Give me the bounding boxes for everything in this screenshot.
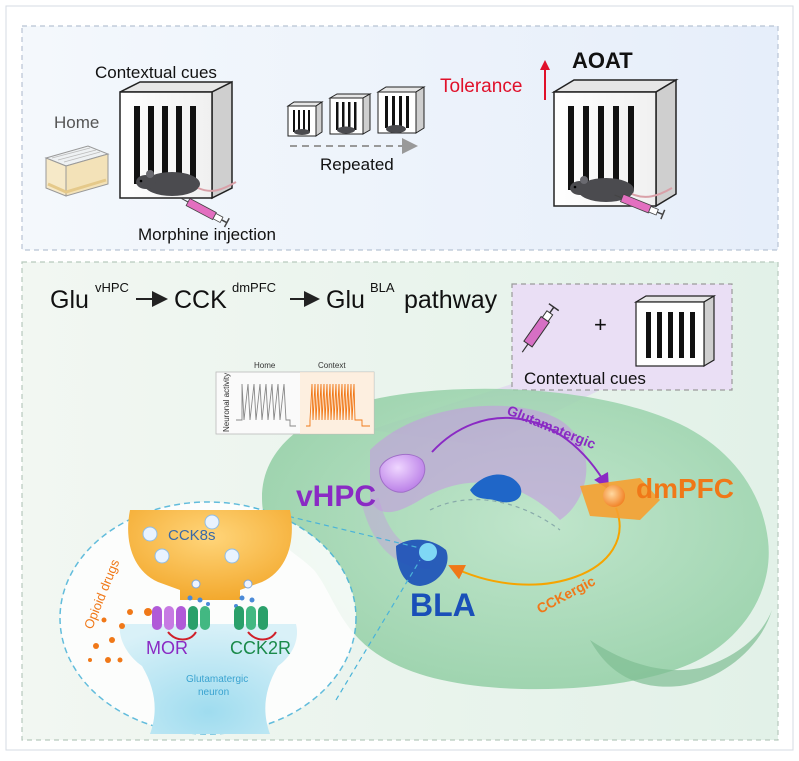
vhpc-label: vHPC	[296, 480, 376, 513]
activity-trace-home	[236, 383, 296, 427]
neuron-label-line2: neuron	[198, 687, 229, 698]
cck-vesicle	[154, 548, 170, 564]
context-box-small-1	[286, 101, 324, 137]
activity-trace-context	[306, 383, 370, 427]
bla-node	[419, 543, 437, 561]
tolerance-label: Tolerance	[440, 76, 522, 97]
morphine-injection-label: Morphine injection	[138, 225, 276, 244]
home-cage-icon	[44, 145, 110, 197]
pathway-cck: CCK	[174, 286, 227, 314]
tolerance-arrowhead	[540, 60, 550, 70]
neuron-label-line1: Glutamatergic	[186, 674, 248, 685]
top-panel: Home Contextual cues	[21, 25, 779, 251]
activity-ylabel: Neuronal activity	[222, 373, 231, 432]
callout-contextual-cues-label: Contextual cues	[524, 369, 646, 388]
cck2r-receptor	[234, 606, 268, 630]
pathway-title: Glu vHPC CCK dmPFC Glu BLA pathway	[50, 280, 498, 314]
pathway-glu2-sup: BLA	[370, 280, 395, 295]
dmpfc-label: dmPFC	[636, 473, 734, 504]
mor-receptor	[144, 606, 186, 630]
mor-cck2r-interaction	[167, 606, 277, 641]
pathway-word: pathway	[404, 286, 498, 314]
cerebellum-shape	[590, 610, 772, 687]
glutamatergic-arc	[431, 416, 609, 490]
activity-inset: Neuronal activity Home Context	[215, 361, 375, 435]
thalamic-blue-region	[470, 474, 522, 503]
context-box-callout	[633, 294, 717, 368]
syringe-icon-callout	[521, 303, 560, 353]
dmpfc-node	[603, 485, 625, 507]
context-box-small-3	[376, 86, 426, 134]
vhpc-node	[379, 453, 426, 493]
cck2r-label: CCK2R	[230, 638, 291, 658]
cck8s-label: CCK8s	[168, 527, 216, 544]
home-label: Home	[54, 113, 99, 132]
contextual-cues-label: Contextual cues	[95, 63, 217, 82]
cckergic-arc	[448, 507, 621, 586]
mor-label: MOR	[146, 638, 188, 658]
zoom-line-2	[335, 559, 421, 701]
cck-vesicle	[142, 526, 158, 542]
bottom-panel: Glu vHPC CCK dmPFC Glu BLA pathway	[21, 261, 779, 741]
pathway-cck-sup: dmPFC	[232, 280, 276, 295]
hippocampus-shape	[370, 405, 587, 520]
syringe-icon-aoat	[614, 193, 666, 220]
mouse-icon-1	[136, 170, 237, 196]
cck-vesicle	[204, 514, 220, 530]
aoat-label: AOAT	[572, 48, 633, 73]
pathway-glu-sup: vHPC	[95, 280, 129, 295]
activity-context-label: Context	[318, 361, 346, 370]
bla-label: BLA	[410, 587, 476, 623]
presynaptic-terminal	[128, 510, 292, 600]
pathway-glu2: Glu	[326, 286, 365, 314]
synapse-inset: CCK8s Glutamatergic neuron	[59, 501, 357, 735]
context-box-small-2	[328, 93, 372, 135]
callout-plus: +	[594, 312, 607, 337]
postsynaptic-neuron	[119, 624, 298, 734]
syringe-icon-1	[180, 197, 230, 228]
repeated-label: Repeated	[320, 155, 394, 174]
cck-vesicle	[224, 548, 240, 564]
activity-home-label: Home	[254, 361, 276, 370]
opioid-drug-particles	[88, 609, 133, 663]
mouse-icon-aoat	[570, 176, 673, 202]
pathway-glu: Glu	[50, 286, 89, 314]
